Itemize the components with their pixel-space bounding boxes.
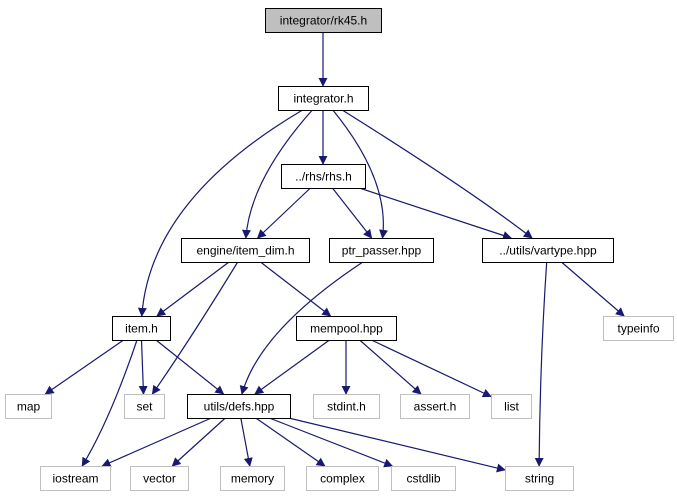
- node-box-list: [491, 394, 532, 419]
- edge-item_dim-to-item: [156, 261, 230, 317]
- node-assert: assert.h: [400, 394, 470, 419]
- node-box-vartype: [482, 238, 614, 263]
- node-box-defs: [187, 394, 291, 419]
- edge-defs-to-vector: [171, 417, 226, 467]
- node-label-string: string: [525, 472, 554, 486]
- node-label-integrator: integrator.h: [293, 92, 353, 106]
- edges-layer: [44, 32, 625, 473]
- node-box-rk45: [265, 8, 382, 33]
- edge-rhs-to-item_dim: [256, 187, 311, 239]
- node-label-cstdlib: cstdlib: [406, 472, 440, 486]
- node-label-rk45: integrator/rk45.h: [280, 14, 367, 28]
- node-set: set: [124, 394, 165, 419]
- node-box-vector: [130, 466, 189, 491]
- edge-item_dim-to-set: [151, 261, 239, 395]
- edge-defs-to-cstdlib: [269, 417, 394, 468]
- edge-item_dim-to-mempool: [260, 261, 332, 317]
- node-label-typeinfo: typeinfo: [617, 322, 659, 336]
- node-box-stdint: [313, 394, 380, 419]
- node-label-item: item.h: [125, 322, 158, 336]
- node-box-cstdlib: [391, 466, 456, 491]
- edge-integrator-to-vartype: [341, 109, 533, 239]
- node-memory: memory: [220, 466, 285, 491]
- edge-item-to-set: [138, 339, 148, 395]
- node-box-string: [505, 466, 574, 491]
- node-mempool[interactable]: mempool.hpp: [296, 316, 397, 341]
- node-label-stdint: stdint.h: [327, 400, 366, 414]
- edge-item-to-defs: [155, 339, 225, 395]
- edge-vartype-to-typeinfo: [561, 261, 625, 317]
- node-box-map: [5, 394, 52, 419]
- node-complex: complex: [306, 466, 379, 491]
- node-rk45[interactable]: integrator/rk45.h: [265, 8, 382, 33]
- node-box-memory: [220, 466, 285, 491]
- node-label-complex: complex: [320, 472, 365, 486]
- node-label-rhs: ../rhs/rhs.h: [295, 170, 352, 184]
- node-box-typeinfo: [603, 316, 674, 341]
- node-defs[interactable]: utils/defs.hpp: [187, 394, 291, 419]
- edge-mempool-to-list: [371, 339, 492, 398]
- node-stdint: stdint.h: [313, 394, 380, 419]
- node-label-vector: vector: [143, 472, 176, 486]
- node-label-iostream: iostream: [52, 472, 98, 486]
- node-ptr_passer[interactable]: ptr_passer.hpp: [329, 238, 434, 263]
- node-box-mempool: [296, 316, 397, 341]
- node-box-item_dim: [181, 238, 310, 263]
- node-vector: vector: [130, 466, 189, 491]
- edge-defs-to-iostream: [101, 417, 212, 467]
- node-box-complex: [306, 466, 379, 491]
- node-box-assert: [400, 394, 470, 419]
- node-box-integrator: [278, 86, 369, 111]
- edge-defs-to-string: [288, 417, 506, 473]
- edge-item-to-map: [44, 339, 124, 395]
- node-cstdlib: cstdlib: [391, 466, 456, 491]
- edge-rhs-to-vartype: [359, 187, 512, 240]
- node-label-vartype: ../utils/vartype.hpp: [499, 244, 597, 258]
- node-label-item_dim: engine/item_dim.h: [196, 244, 294, 258]
- edge-vartype-to-string: [534, 261, 548, 467]
- node-box-ptr_passer: [329, 238, 434, 263]
- edge-integrator-to-ptr_passer: [332, 109, 388, 239]
- node-integrator[interactable]: integrator.h: [278, 86, 369, 111]
- node-rhs[interactable]: ../rhs/rhs.h: [281, 164, 366, 189]
- edge-item-to-iostream: [81, 339, 138, 467]
- edge-ptr_passer-to-defs: [239, 261, 364, 395]
- node-string: string: [505, 466, 574, 491]
- node-label-set: set: [136, 400, 153, 414]
- node-map: map: [5, 394, 52, 419]
- node-typeinfo: typeinfo: [603, 316, 674, 341]
- node-box-set: [124, 394, 165, 419]
- node-box-rhs: [281, 164, 366, 189]
- node-list: list: [491, 394, 532, 419]
- edge-rhs-to-ptr_passer: [331, 187, 373, 239]
- edge-defs-to-complex: [255, 417, 326, 467]
- edge-mempool-to-assert: [359, 339, 422, 395]
- edge-integrator-to-item: [137, 109, 303, 317]
- node-label-mempool: mempool.hpp: [310, 322, 383, 336]
- node-item[interactable]: item.h: [112, 316, 171, 341]
- node-label-list: list: [504, 400, 519, 414]
- node-vartype[interactable]: ../utils/vartype.hpp: [482, 238, 614, 263]
- edge-mempool-to-defs: [254, 339, 330, 395]
- node-iostream: iostream: [40, 466, 111, 491]
- edge-defs-to-memory: [240, 417, 253, 467]
- node-label-defs: utils/defs.hpp: [204, 400, 275, 414]
- node-box-iostream: [40, 466, 111, 491]
- node-item_dim[interactable]: engine/item_dim.h: [181, 238, 310, 263]
- edge-integrator-to-item_dim: [241, 109, 313, 239]
- nodes-layer: integrator/rk45.h integrator.h ../rhs/rhs.…: [5, 8, 674, 491]
- node-label-memory: memory: [231, 472, 274, 486]
- node-label-ptr_passer: ptr_passer.hpp: [342, 244, 422, 258]
- node-label-map: map: [17, 400, 41, 414]
- node-box-item: [112, 316, 171, 341]
- node-label-assert: assert.h: [414, 400, 457, 414]
